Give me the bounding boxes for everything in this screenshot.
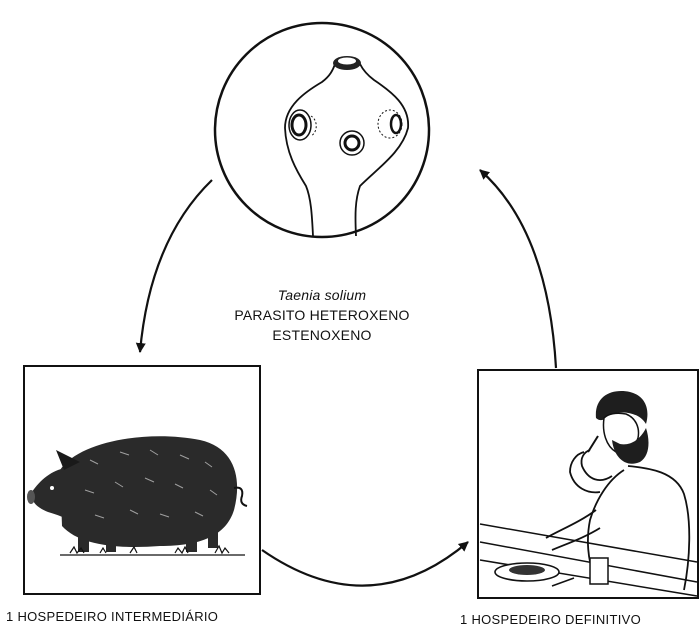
definitive-host-panel (478, 370, 698, 598)
scolex-illustration (215, 23, 429, 237)
intermediate-host-caption: 1 HOSPEDEIRO INTERMEDIÁRIO (6, 609, 218, 624)
pig-snout (27, 490, 35, 504)
pig-leg (78, 528, 89, 552)
parasite-label: Taenia solium PARASITO HETEROXENO ESTENO… (212, 285, 432, 345)
pig-leg (106, 534, 116, 552)
parasite-type-line1: PARASITO HETEROXENO (212, 305, 432, 325)
rostellum-top (338, 58, 356, 65)
cycle-arrow-to-intermediate-host (140, 180, 212, 352)
pig-eye (50, 486, 54, 490)
sucker-center (340, 131, 364, 155)
cycle-arrow-to-parasite (480, 170, 556, 368)
food-on-plate (509, 565, 545, 575)
pig-leg (208, 526, 218, 548)
parasite-type-line2: ESTENOXENO (212, 325, 432, 345)
intermediate-host-panel (24, 366, 260, 594)
definitive-host-caption: 1 HOSPEDEIRO DEFINITIVO (460, 612, 641, 627)
cycle-arrow-to-definitive-host (262, 542, 468, 586)
species-name: Taenia solium (212, 285, 432, 305)
pig-leg (186, 530, 197, 552)
glass-icon (590, 558, 608, 584)
